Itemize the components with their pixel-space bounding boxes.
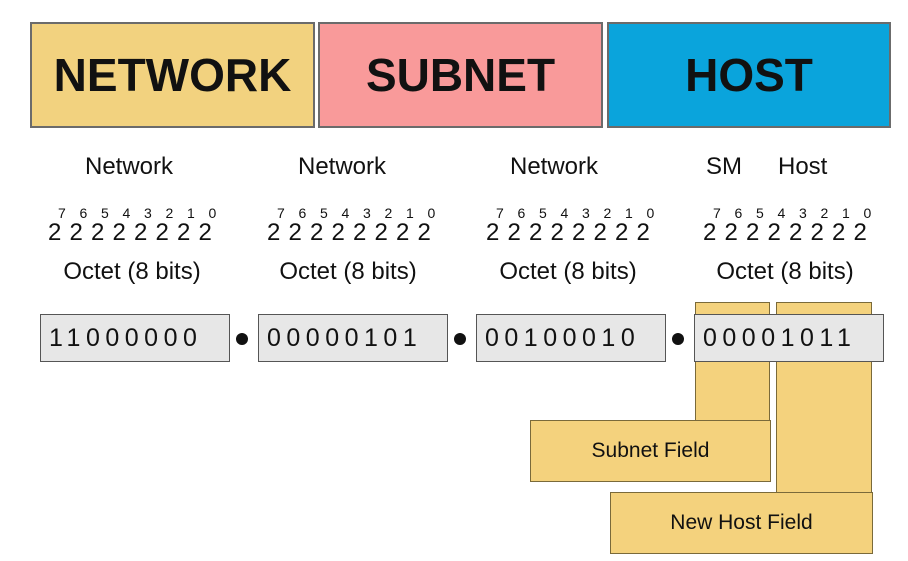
octet-label-1: Octet (8 bits) <box>63 258 201 285</box>
host-band-label: HOST <box>685 49 813 101</box>
power-base: 2 <box>572 219 586 246</box>
power-exponent: 7 <box>496 205 504 221</box>
power-base: 2 <box>853 219 867 246</box>
octet-label-3: Octet (8 bits) <box>499 258 637 285</box>
subnet-field-label: Subnet Field <box>591 439 710 462</box>
power-base: 2 <box>507 219 521 246</box>
power-exponent: 6 <box>79 205 88 221</box>
octet-label-2: Octet (8 bits) <box>279 258 417 285</box>
power-base: 2 <box>177 219 191 246</box>
subnet-band-label: SUBNET <box>365 49 556 101</box>
power-exponent: 0 <box>427 205 436 221</box>
octet-box-3: 00100010 <box>476 314 666 362</box>
power-base: 2 <box>550 219 564 246</box>
power-base: 2 <box>789 219 803 246</box>
power-exponent: 5 <box>101 205 109 221</box>
power-base: 2 <box>593 219 607 246</box>
power-base: 2 <box>353 219 367 246</box>
power-base: 2 <box>417 219 431 246</box>
power-exponent: 2 <box>384 205 393 221</box>
power-base: 2 <box>310 219 324 246</box>
power-base: 2 <box>810 219 824 246</box>
octet-separator-dot-1 <box>236 333 248 345</box>
octet-label-4: Octet (8 bits) <box>716 258 854 285</box>
network-band: NETWORK <box>30 22 315 128</box>
power-base: 2 <box>112 219 126 246</box>
power-base: 2 <box>48 219 62 246</box>
column-label-sm: SM <box>706 153 742 180</box>
power-base: 2 <box>615 219 629 246</box>
octet-box-4: 00001011 <box>694 314 884 362</box>
power-exponent: 4 <box>341 205 350 221</box>
host-field-connector <box>776 360 872 494</box>
power-base: 2 <box>486 219 500 246</box>
host-band: HOST <box>607 22 891 128</box>
power-base: 2 <box>374 219 388 246</box>
column-label-host: Host <box>778 153 828 180</box>
power-exponent: 4 <box>560 205 569 221</box>
power-exponent: 5 <box>756 205 764 221</box>
power-exponent: 2 <box>820 205 829 221</box>
power-base: 2 <box>724 219 738 246</box>
power-exponent: 6 <box>298 205 307 221</box>
column-label-3: Network <box>510 153 599 180</box>
octet-separator-dot-2 <box>454 333 466 345</box>
subnet-field-connector <box>695 360 770 422</box>
octet-box-2: 00000101 <box>258 314 448 362</box>
power-base: 2 <box>636 219 650 246</box>
power-exponent: 3 <box>144 205 152 221</box>
power-exponent: 1 <box>842 205 850 221</box>
power-exponent: 7 <box>713 205 721 221</box>
column-label-1: Network <box>85 153 174 180</box>
power-exponent: 5 <box>539 205 547 221</box>
subnet-field-box: Subnet Field <box>530 420 771 482</box>
power-exponent: 7 <box>277 205 285 221</box>
power-base: 2 <box>267 219 281 246</box>
power-base: 2 <box>529 219 543 246</box>
power-exponent: 3 <box>799 205 807 221</box>
column-label-2: Network <box>298 153 387 180</box>
power-base: 2 <box>198 219 212 246</box>
power-exponent: 6 <box>734 205 743 221</box>
power-exponent: 1 <box>187 205 195 221</box>
power-base: 2 <box>331 219 345 246</box>
power-exponent: 0 <box>863 205 872 221</box>
power-exponent: 3 <box>582 205 590 221</box>
power-exponent: 4 <box>777 205 786 221</box>
power-base: 2 <box>746 219 760 246</box>
power-exponent: 0 <box>646 205 655 221</box>
octet-box-1: 11000000 <box>40 314 230 362</box>
power-base: 2 <box>69 219 83 246</box>
power-base: 2 <box>832 219 846 246</box>
network-band-label: NETWORK <box>53 49 292 101</box>
power-exponent: 5 <box>320 205 328 221</box>
power-base: 2 <box>91 219 105 246</box>
power-exponent: 2 <box>165 205 174 221</box>
power-exponent: 0 <box>208 205 217 221</box>
power-base: 2 <box>703 219 717 246</box>
power-base: 2 <box>288 219 302 246</box>
power-base: 2 <box>767 219 781 246</box>
power-exponent: 2 <box>603 205 612 221</box>
power-exponent: 7 <box>58 205 66 221</box>
power-base: 2 <box>155 219 169 246</box>
new-host-field-label: New Host Field <box>670 511 813 534</box>
power-exponent: 1 <box>406 205 414 221</box>
power-exponent: 1 <box>625 205 633 221</box>
power-exponent: 3 <box>363 205 371 221</box>
subnet-band: SUBNET <box>318 22 603 128</box>
power-base: 2 <box>134 219 148 246</box>
new-host-field-box: New Host Field <box>610 492 873 554</box>
power-base: 2 <box>396 219 410 246</box>
octet-separator-dot-3 <box>672 333 684 345</box>
power-exponent: 6 <box>517 205 526 221</box>
power-exponent: 4 <box>122 205 131 221</box>
